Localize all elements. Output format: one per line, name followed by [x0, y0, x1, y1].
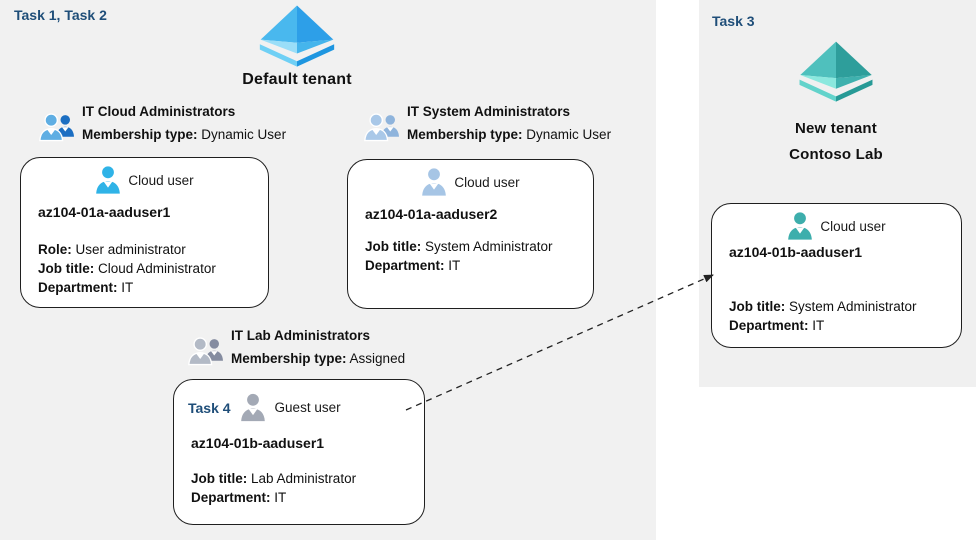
user-card-az104-01b-aaduser1-new-tenant: Cloud user az104-01b-aaduser1 Job title:…	[711, 203, 962, 348]
guest-user-card-az104-01b-aaduser1: Task 4 Guest user az104-01b-aaduser1 Job…	[173, 379, 425, 525]
user-fields: Job title: System Administrator Departme…	[365, 239, 553, 273]
group-membership: Membership type: Dynamic User	[82, 127, 287, 142]
user-type-label: Cloud user	[820, 218, 886, 234]
new-tenant-title-line2: Contoso Lab	[789, 146, 883, 163]
task-1-2-label: Task 1, Task 2	[14, 7, 107, 23]
azure-ad-tenant-icon	[259, 5, 335, 67]
username: az104-01a-aaduser1	[38, 204, 171, 220]
user-type-label: Cloud user	[454, 174, 520, 190]
user-type-row: Task 4 Guest user	[174, 393, 424, 422]
group-users-icon	[364, 113, 399, 142]
group-membership: Membership type: Assigned	[231, 351, 406, 366]
user-type-row: Cloud user	[21, 166, 268, 194]
group-it-lab-administrators: IT Lab Administrators Membership type: A…	[188, 327, 405, 368]
cloud-user-icon	[96, 166, 121, 194]
user-type-row: Cloud user	[348, 168, 593, 196]
user-fields: Role: User administrator Job title: Clou…	[38, 242, 216, 295]
username: az104-01b-aaduser1	[191, 435, 325, 451]
group-it-system-administrators: IT System Administrators Membership type…	[364, 103, 611, 144]
user-card-az104-01a-aaduser2: Cloud user az104-01a-aaduser2 Job title:…	[347, 159, 594, 309]
group-membership: Membership type: Dynamic User	[407, 127, 612, 142]
new-tenant-icon	[799, 41, 873, 102]
user-type-label: Guest user	[274, 400, 341, 415]
user-fields: Job title: System Administrator Departme…	[729, 299, 917, 333]
group-title: IT System Administrators	[407, 104, 571, 119]
guest-user-icon	[240, 393, 265, 422]
username: az104-01a-aaduser2	[365, 206, 498, 222]
group-title: IT Cloud Administrators	[82, 104, 236, 119]
cloud-user-icon	[422, 168, 447, 196]
user-fields: Job title: Lab Administrator Department:…	[191, 471, 357, 505]
group-users-icon	[188, 337, 223, 366]
group-title: IT Lab Administrators	[231, 328, 371, 343]
user-card-az104-01a-aaduser1: Cloud user az104-01a-aaduser1 Role: User…	[20, 157, 269, 308]
task-4-label: Task 4	[188, 399, 231, 416]
cloud-user-icon	[788, 212, 813, 240]
username: az104-01b-aaduser1	[729, 244, 863, 260]
user-type-label: Cloud user	[128, 172, 194, 188]
group-users-icon	[39, 113, 74, 142]
new-tenant-title-line1: New tenant	[794, 120, 877, 137]
task-3-label: Task 3	[712, 13, 755, 29]
user-type-row: Cloud user	[712, 212, 961, 240]
default-tenant-title: Default tenant	[242, 71, 352, 88]
group-it-cloud-administrators: IT Cloud Administrators Membership type:…	[39, 103, 286, 144]
